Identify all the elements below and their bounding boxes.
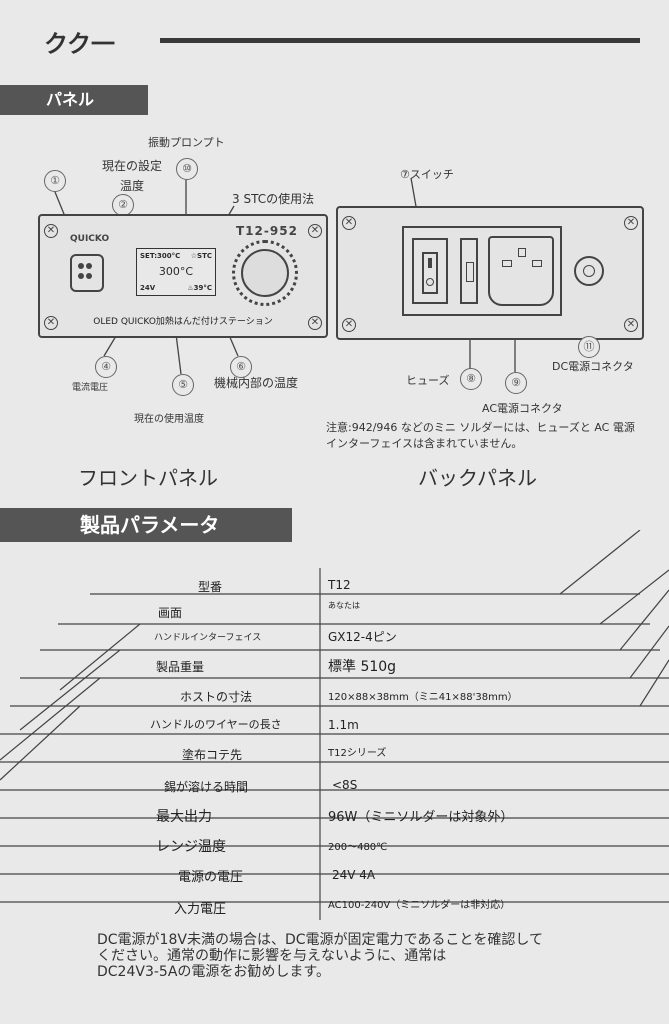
screen-set-temp: SET:300°C: [140, 252, 181, 260]
dc-jack: [574, 256, 604, 286]
switch-label: ⑦スイッチ: [400, 168, 454, 181]
screen-voltage: 24V: [140, 284, 156, 292]
current-temp-label: 現在の使用温度: [134, 414, 204, 425]
param-row: 最大出力 96W（ミニソルダーは対象外）: [0, 804, 669, 832]
param-value: T12: [328, 578, 351, 592]
param-name: レンジ温度: [156, 839, 226, 855]
param-value: 24V 4A: [332, 868, 376, 882]
temperature-knob[interactable]: [232, 240, 298, 306]
param-name: ハンドルインターフェイス: [154, 633, 262, 643]
page-title: クク一: [44, 30, 116, 58]
callout-8: ⑧: [460, 368, 482, 390]
param-value: T12シリーズ: [328, 748, 387, 759]
handle-connector-icon: [70, 254, 104, 292]
back-panel-device: ✕ ✕ ✕ ✕: [336, 206, 644, 340]
back-panel-note: 注意:942/946 などのミニ ソルダーには、ヒューズと AC 電源 インター…: [326, 421, 635, 450]
param-name: 型番: [198, 580, 223, 594]
callout-5: ⑤: [172, 374, 194, 396]
fuse-holder: [460, 238, 478, 304]
callout-10: ⑩: [176, 158, 198, 180]
param-value: 96W（ミニソルダーは対象外）: [328, 810, 514, 825]
param-value: GX12-4ピン: [328, 630, 397, 644]
table-lines: [0, 530, 669, 920]
current-voltage-label: 電流電圧: [72, 383, 109, 393]
dc-connector-label: DC電源コネクタ: [552, 360, 634, 373]
param-row: 製品重量 標準 510g: [0, 654, 669, 682]
param-name: 入力電圧: [174, 902, 227, 917]
param-name: 塗布コテ先: [182, 748, 243, 762]
param-row: ハンドルインターフェイス GX12-4ピン: [0, 626, 669, 654]
callout-2: ②: [112, 194, 134, 216]
param-name: 最大出力: [156, 809, 212, 825]
back-panel-heading: バックパネル: [418, 466, 537, 490]
param-value: 標準 510g: [328, 659, 397, 675]
screen-mode: ☆STC: [190, 252, 212, 260]
current-setting-label: 現在の設定 温度: [101, 159, 162, 193]
param-row: 型番 T12: [0, 574, 669, 602]
screw-icon: ✕: [308, 316, 322, 330]
param-row: 画面 あなたは: [0, 600, 669, 628]
callout-9: ⑨: [505, 372, 527, 394]
param-row: レンジ温度 200～480℃: [0, 834, 669, 862]
param-name: 画面: [158, 606, 183, 620]
screw-icon: ✕: [342, 318, 356, 332]
model-label: T12-952: [236, 224, 298, 238]
param-value: AC100-240V（ミニソルダーは非対応）: [328, 900, 511, 911]
screen-internal-temp: ♨39°C: [187, 284, 212, 292]
callout-1: ①: [44, 170, 66, 192]
param-row: 電源の電圧 24V 4A: [0, 864, 669, 892]
param-row: 塗布コテ先 T12シリーズ: [0, 742, 669, 770]
param-row: ホストの寸法 120×88×38mm（ミニ41×88'38mm）: [0, 684, 669, 712]
stc-usage-label: 3 STCの使用法: [232, 192, 315, 206]
ac-inlet: [488, 236, 554, 306]
internal-temp-label: 機械内部の温度: [214, 376, 299, 390]
screw-icon: ✕: [44, 316, 58, 330]
params-section-band: 製品パラメータ: [0, 508, 292, 542]
param-name: ホストの寸法: [180, 690, 253, 704]
param-value: 1.1m: [328, 718, 359, 732]
vibration-prompt-label: 振動プロンプト: [148, 136, 225, 149]
param-value: あなたは: [328, 601, 360, 610]
front-panel-device: ✕ ✕ ✕ ✕ QUICKO T12-952 SET:300°C ☆STC 30…: [38, 214, 328, 338]
power-module: [402, 226, 562, 316]
screen-current-temp: 300°C: [158, 265, 194, 278]
param-name: 製品重量: [156, 660, 205, 674]
param-name: 錫が溶ける時間: [164, 780, 249, 794]
param-name: 電源の電圧: [178, 870, 244, 885]
front-panel-heading: フロントパネル: [78, 466, 218, 490]
screw-icon: ✕: [342, 216, 356, 230]
fuse-label: ヒューズ: [406, 374, 450, 387]
param-row: 錫が溶ける時間 <8S: [0, 774, 669, 802]
param-name: ハンドルのワイヤーの長さ: [150, 718, 282, 731]
oled-screen: SET:300°C ☆STC 300°C 24V ♨39°C: [136, 248, 216, 296]
callout-11: ⑪: [578, 336, 600, 358]
param-row: 入力電圧 AC100-240V（ミニソルダーは非対応）: [0, 894, 669, 922]
panel-section-band: パネル: [0, 85, 148, 115]
title-rule: [160, 38, 640, 43]
screw-icon: ✕: [624, 318, 638, 332]
ac-connector-label: AC電源コネクタ: [482, 402, 563, 415]
screw-icon: ✕: [308, 224, 322, 238]
callout-6: ⑥: [230, 356, 252, 378]
front-caption: OLED QUICKO加熱はんだ付けステーション: [93, 317, 273, 327]
brand-logo: QUICKO: [70, 234, 110, 244]
param-row: ハンドルのワイヤーの長さ 1.1m: [0, 712, 669, 740]
callout-4: ④: [95, 356, 117, 378]
screw-icon: ✕: [44, 224, 58, 238]
power-switch[interactable]: [412, 238, 448, 304]
param-value: <8S: [332, 778, 358, 792]
param-value: 120×88×38mm（ミニ41×88'38mm）: [328, 692, 518, 703]
param-value: 200～480℃: [328, 842, 388, 853]
screw-icon: ✕: [624, 216, 638, 230]
footer-note: DC電源が18V未満の場合は、DC電源が固定電力であることを確認して ください。…: [97, 932, 543, 980]
